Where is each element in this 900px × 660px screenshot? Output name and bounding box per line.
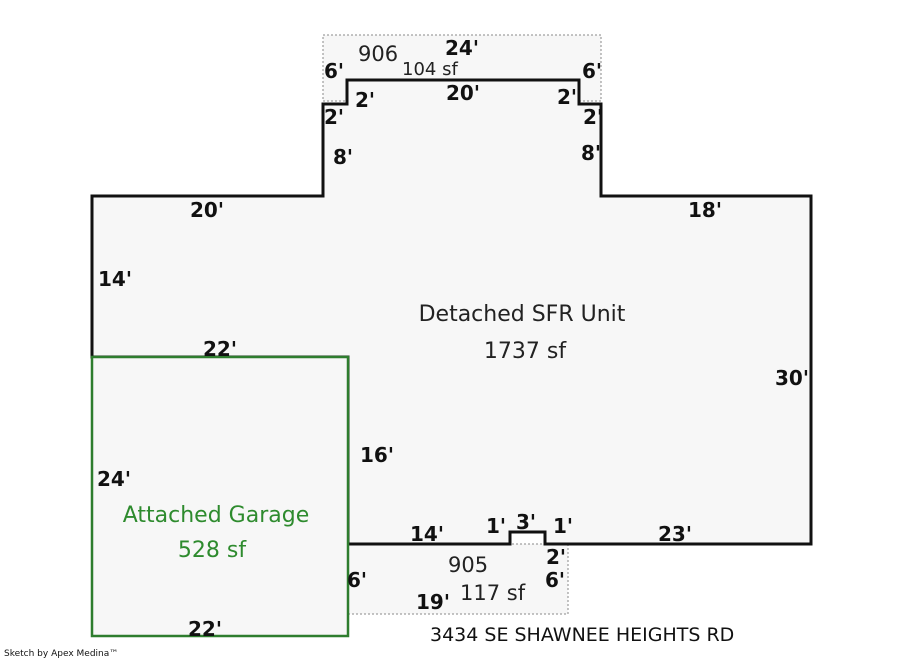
dim-top-6-right: 6' [582,59,602,83]
garage-name: Attached Garage [123,503,309,528]
property-address: 3434 SE SHAWNEE HEIGHTS RD [430,624,734,646]
dim-top-2-a: 2' [355,88,375,112]
dim-bottom-6-left: 6' [347,568,367,592]
dim-top-20: 20' [446,81,480,105]
porch-top-area-label: 104 sf [402,59,458,80]
dim-top-2-c: 2' [557,85,577,109]
dim-top-24: 24' [445,36,479,60]
dim-bottom-1-right: 1' [553,514,573,538]
garage-area: 528 sf [178,538,247,563]
dim-top-2-d: 2' [583,105,603,129]
dim-bottom-19: 19' [416,590,450,614]
garage-outline [90,355,350,638]
dim-bottom-2: 2' [546,545,566,569]
sketch-credit: Sketch by Apex Medina™ [4,649,118,659]
porch-top-id: 906 [358,42,398,66]
dim-bottom-3: 3' [516,510,536,534]
dim-bottom-1-left: 1' [486,514,506,538]
dim-garage-bottom-22: 22' [188,617,222,641]
dim-bottom-23: 23' [658,522,692,546]
porch-bottom-area-label: 117 sf [460,581,526,605]
dim-top-8-left: 8' [333,145,353,169]
dim-right-30: 30' [775,366,809,390]
dim-top-6-left: 6' [324,59,344,83]
main-unit-name: Detached SFR Unit [419,302,626,327]
dim-garage-top-22: 22' [203,337,237,361]
porch-bottom-id: 905 [448,553,488,577]
dim-garage-left-24: 24' [97,467,131,491]
dim-left-20: 20' [190,198,224,222]
dim-top-8-right: 8' [581,141,601,165]
dim-bottom-6-right: 6' [545,568,565,592]
dim-right-18: 18' [688,198,722,222]
dim-left-14: 14' [98,267,132,291]
porch-bottom-area [347,543,569,615]
dim-top-2-b: 2' [324,105,344,129]
dim-mid-16: 16' [360,443,394,467]
dim-bottom-14: 14' [410,522,444,546]
main-unit-area: 1737 sf [484,339,567,364]
